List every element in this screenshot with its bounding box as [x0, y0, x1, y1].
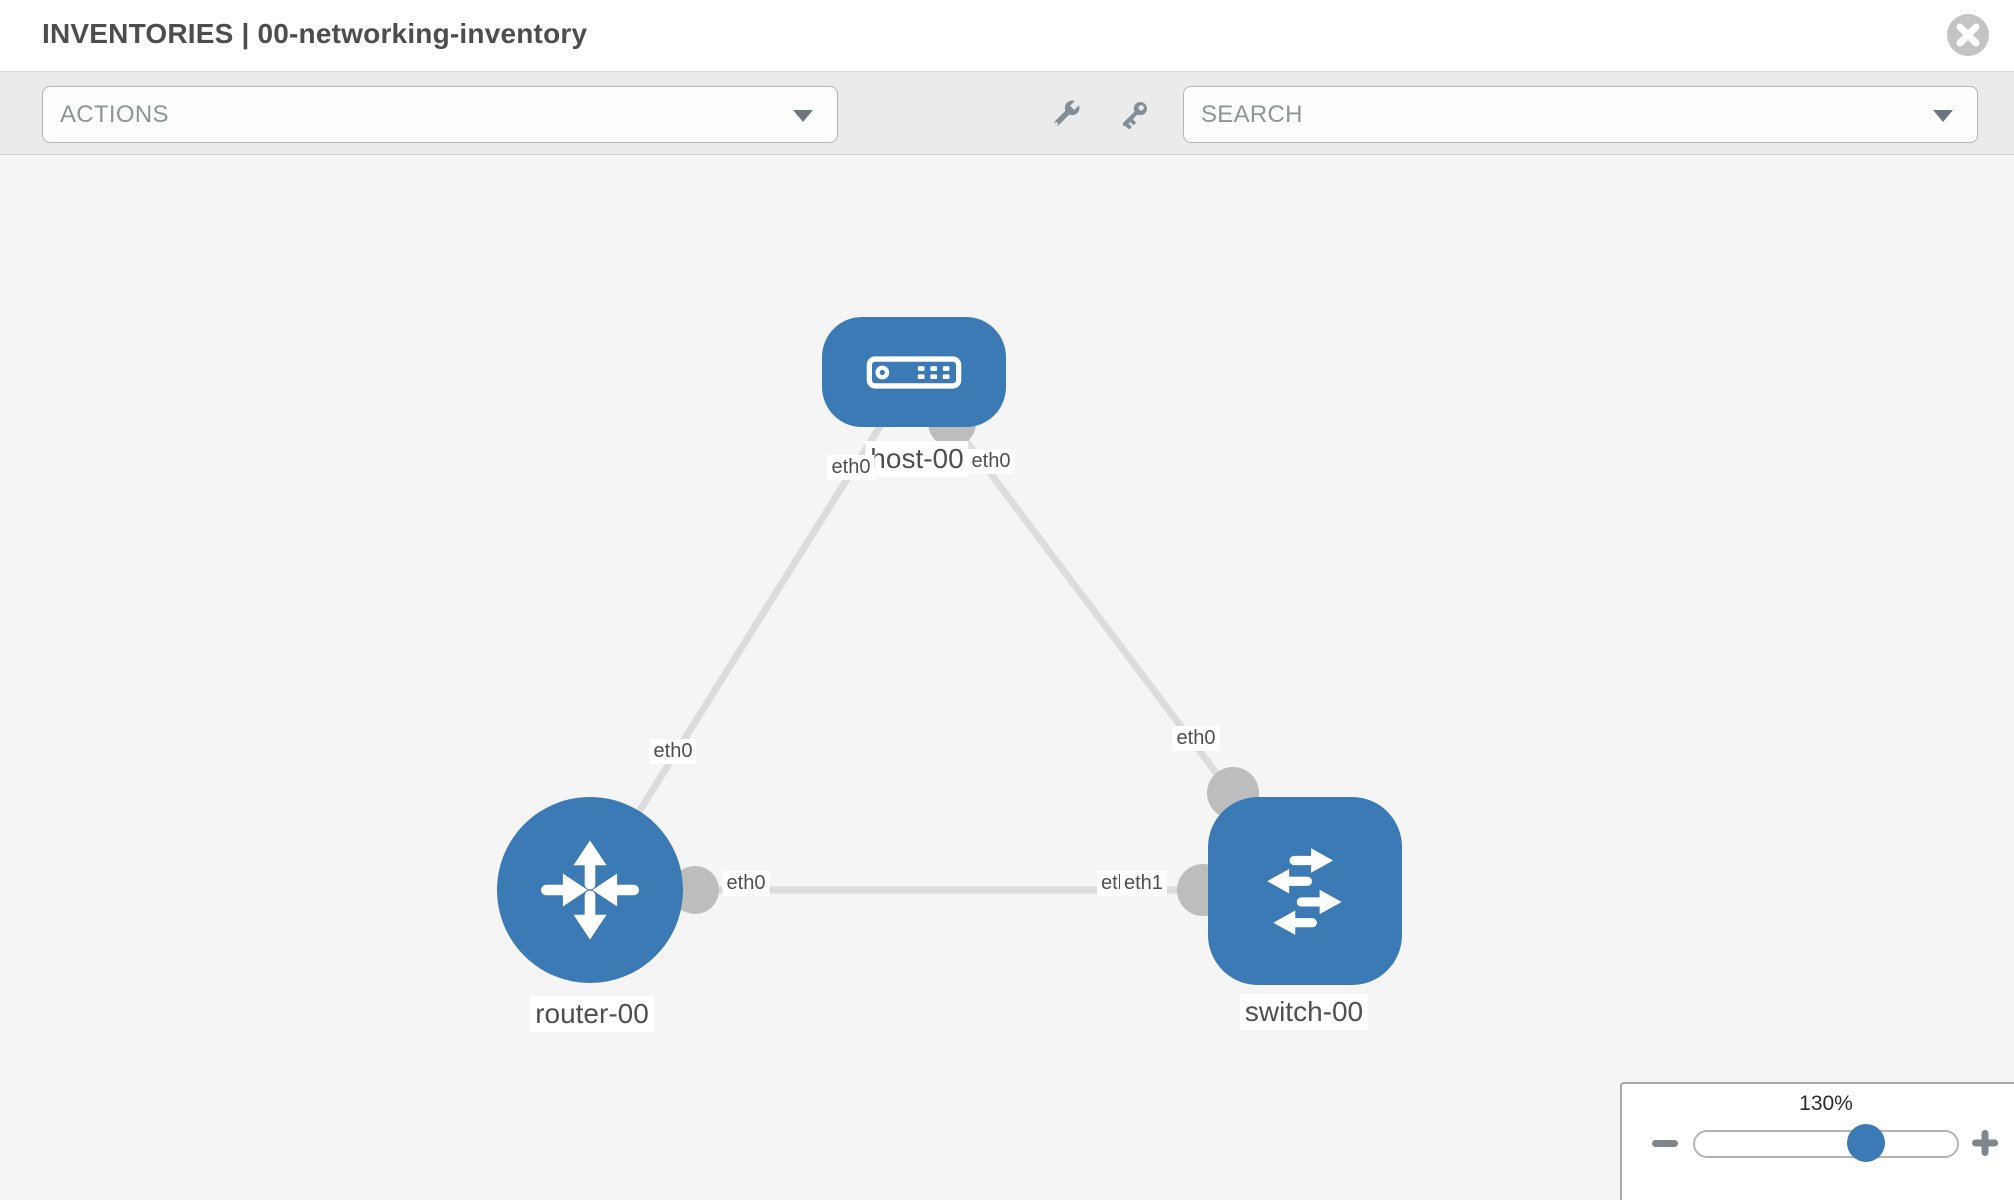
zoom-out-button[interactable] [1648, 1126, 1682, 1160]
node-label-router: router-00 [530, 996, 654, 1032]
actions-dropdown[interactable]: ACTIONS [42, 86, 838, 143]
iface-label-host-eth0-right: eth0 [967, 449, 1015, 474]
configure-button[interactable] [1039, 89, 1091, 141]
interface-connector-router-eth0[interactable] [671, 866, 719, 914]
zoom-slider[interactable] [1693, 1124, 1959, 1162]
close-button[interactable] [1946, 13, 1990, 57]
close-icon [1947, 14, 1989, 56]
topology-canvas[interactable] [0, 155, 2014, 1200]
node-host-00[interactable] [822, 317, 1006, 427]
caret-down-icon [793, 109, 813, 122]
caret-down-icon [1933, 109, 1953, 122]
node-router-00[interactable] [497, 797, 683, 983]
zoom-in-button[interactable] [1968, 1126, 2002, 1160]
search-dropdown[interactable]: SEARCH [1183, 86, 1978, 143]
credentials-button[interactable] [1108, 89, 1160, 141]
key-icon [1122, 102, 1147, 130]
iface-label-host-eth0-left: eth0 [827, 455, 875, 480]
iface-label-switch-eth0-top: eth0 [1172, 726, 1220, 751]
node-switch-00[interactable] [1208, 797, 1402, 985]
switch-icon [1267, 848, 1342, 935]
node-label-host: host-00 [865, 441, 969, 477]
node-label-switch: switch-00 [1239, 994, 1369, 1030]
zoom-panel: 130% [1620, 1082, 2014, 1200]
minus-icon [1652, 1140, 1678, 1147]
iface-label-router-eth0-top: eth0 [649, 739, 697, 764]
wrench-icon [1054, 99, 1081, 126]
zoom-level-label: 130% [1799, 1092, 1853, 1115]
router-icon [541, 840, 639, 940]
header: INVENTORIES | 00-networking-inventory [0, 0, 2014, 72]
zoom-slider-thumb[interactable] [1847, 1124, 1885, 1162]
page-title: INVENTORIES | 00-networking-inventory [42, 18, 588, 49]
iface-label-switch-eth1-left: eth1 [1120, 871, 1167, 896]
host-icon [866, 355, 962, 389]
plus-icon [1972, 1130, 1998, 1156]
search-dropdown-label: SEARCH [1201, 100, 1303, 128]
actions-dropdown-label: ACTIONS [60, 100, 169, 128]
iface-label-router-eth0-right: eth0 [722, 871, 770, 896]
toolbar: ACTIONS SEARCH [0, 72, 2014, 155]
